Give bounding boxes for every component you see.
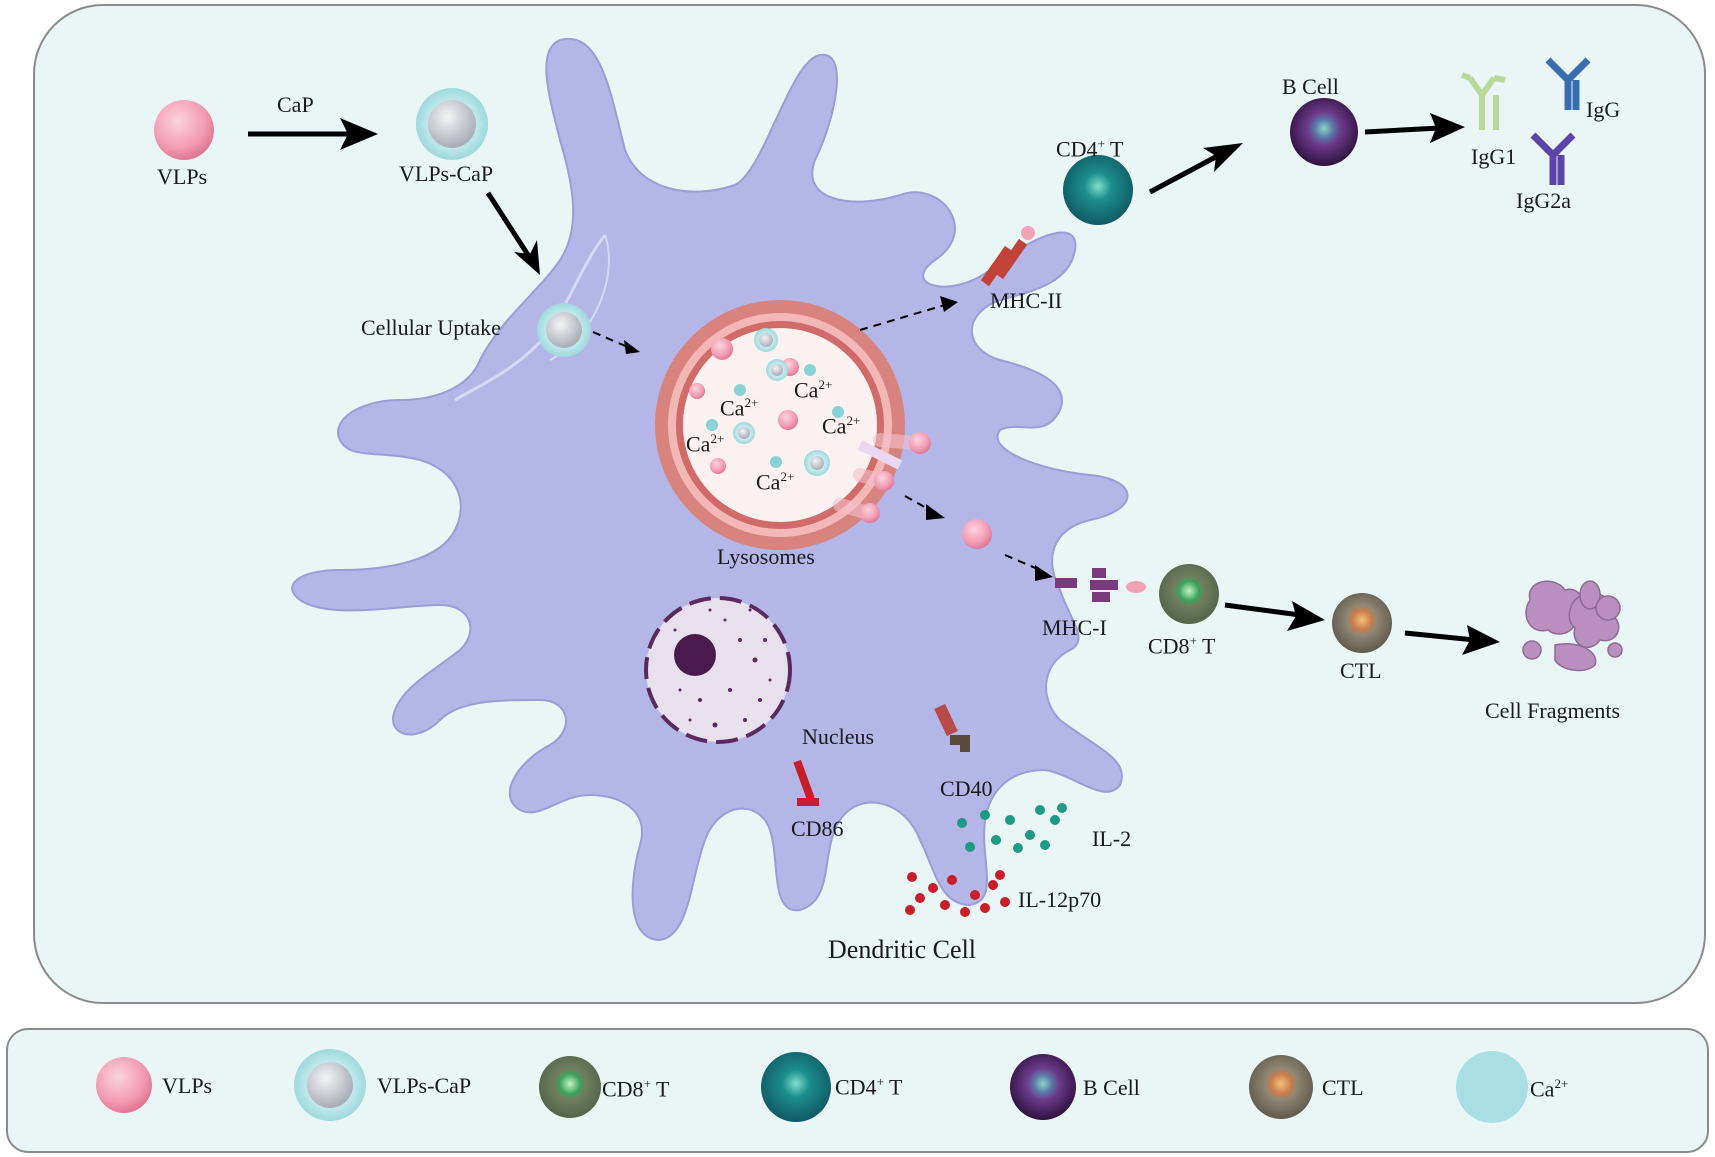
cell-fragments [1522,580,1623,672]
legend-label-ctl: CTL [1322,1075,1364,1100]
label-ca-3: Ca2+ [822,413,861,439]
ca-ion [706,419,718,431]
label-cell-fragments: Cell Fragments [1485,698,1621,723]
vlp-particle [711,338,733,360]
cd86-receptor [793,759,819,806]
lysosome-contents [689,328,844,476]
ca-ion [770,456,782,468]
legend-label-vlps-cap: VLPs-CaP [377,1073,472,1098]
dashed-arrows [592,304,1041,571]
label-igg: IgG [1586,97,1621,122]
vlp-particle [710,458,726,474]
arrows [248,125,1476,643]
legend-icons [96,1049,1528,1123]
legend-label-vlps: VLPs [162,1073,213,1098]
label-vlps-cap: VLPs-CaP [399,161,494,186]
ca-ion [804,364,816,376]
label-ca-5: Ca2+ [756,469,795,495]
label-il2: IL-2 [1092,826,1132,851]
cd8-t-cell [1159,564,1219,624]
cd4-t-cell [1063,155,1133,225]
label-dendritic-cell: Dendritic Cell [828,935,977,964]
legend-ca-icon [1456,1051,1528,1123]
label-il12p70: IL-12p70 [1018,887,1102,912]
vlp-particle [689,383,705,399]
label-cap: CaP [277,92,314,117]
label-cd40: CD40 [940,776,993,801]
escaping-vlps [833,432,992,549]
label-ca-4: Ca2+ [686,431,725,457]
label-lysosomes: Lysosomes [717,544,815,569]
label-ctl: CTL [1340,658,1382,683]
igg2a-antibody [1530,132,1576,185]
lysosome-pore [857,440,903,470]
legend-panel [6,1028,1709,1153]
legend-label-ca: Ca2+ [1530,1076,1569,1102]
label-mhc-i: MHC-I [1042,615,1107,640]
label-vlps: VLPs [157,164,208,189]
legend-cd8-icon [539,1056,601,1118]
label-ca-2: Ca2+ [794,377,833,403]
label-igg2a: IgG2a [1516,188,1571,213]
mhc-ii-receptor [980,226,1035,287]
legend-vlps-icon [96,1057,152,1113]
legend-bcell-icon [1010,1054,1076,1120]
label-cd4-t: CD4+ T [1056,136,1124,162]
legend-ctl-icon [1249,1055,1313,1119]
legend-label-cd4-t: CD4+ T [835,1074,903,1100]
legend-label-cd8-t: CD8+ T [602,1076,670,1102]
nucleus [644,596,792,744]
vlp-particle [778,410,798,430]
igg1-antibody [1460,72,1506,130]
label-nucleus: Nucleus [802,724,875,749]
igg-antibody [1545,57,1591,110]
label-cd8-t: CD8+ T [1148,633,1216,659]
legend-cd4-icon [761,1052,831,1122]
legend-label-b-cell: B Cell [1083,1075,1140,1100]
cd40-receptor [934,703,970,752]
nucleolus [674,634,716,676]
label-cellular-uptake: Cellular Uptake [361,315,501,340]
label-b-cell: B Cell [1282,74,1339,99]
chromatin-dots [673,608,772,728]
il12-dots [905,870,1010,917]
ca-ion [734,384,746,396]
mhc-i-receptor [1055,568,1146,602]
vlps-particle [154,100,214,160]
label-mhc-ii: MHC-II [990,288,1063,313]
label-cd86: CD86 [791,816,844,841]
label-igg1: IgG1 [1471,144,1517,169]
ctl-cell [1332,593,1392,653]
label-ca-1: Ca2+ [720,395,759,421]
il2-dots [957,803,1067,853]
ca-ion [832,406,844,418]
b-cell [1290,98,1358,166]
